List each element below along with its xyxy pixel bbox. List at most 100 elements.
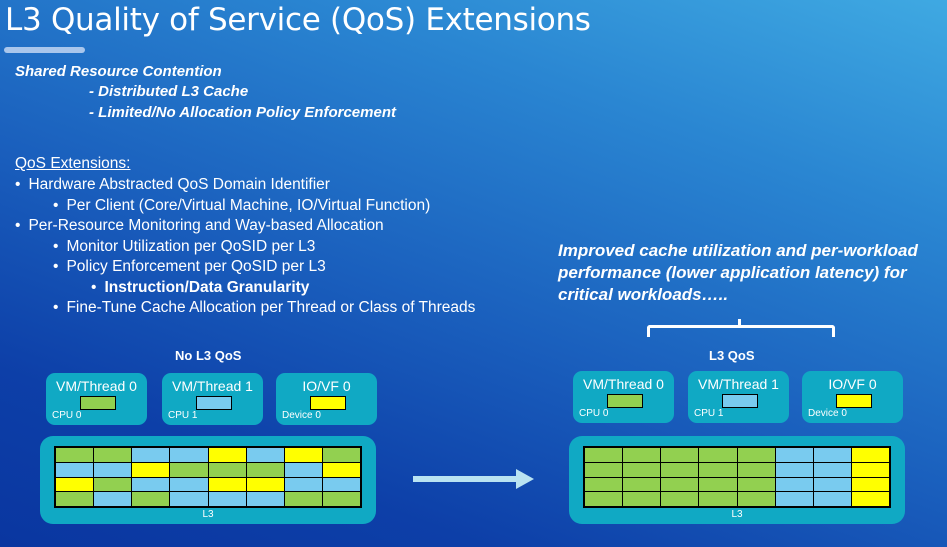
client-name: VM/Thread 0 — [56, 378, 137, 394]
cache-way-cell — [208, 462, 246, 477]
bullet-dot-icon: • — [91, 278, 97, 296]
client-box: IO/VF 0 Device 0 — [276, 373, 377, 425]
bullet-dot-icon: • — [15, 217, 21, 234]
cache-way-cell — [737, 448, 775, 462]
client-color-swatch — [722, 394, 758, 408]
cache-way-cell — [851, 462, 889, 477]
client-name: VM/Thread 0 — [583, 376, 664, 392]
cache-way-cell — [661, 492, 699, 506]
problem-item: - Limited/No Allocation Policy Enforceme… — [89, 104, 396, 121]
bullet-dot-icon: • — [53, 196, 59, 214]
client-device-label: Device 0 — [808, 408, 847, 419]
cache-way-cell — [284, 448, 322, 462]
qos-bullet-level-2: •Fine-Tune Cache Allocation per Thread o… — [53, 299, 475, 317]
cache-way-cell — [775, 462, 813, 477]
bullet-text: Monitor Utilization per QoSID per L3 — [66, 237, 316, 255]
client-color-swatch — [80, 396, 116, 410]
qos-bullet-level-1: • Per-Resource Monitoring and Way-based A… — [15, 217, 384, 235]
cache-way-cell — [246, 448, 284, 462]
qos-heading: QoS Extensions: — [15, 155, 131, 172]
cache-way-cell — [585, 492, 623, 506]
cache-way-cell — [56, 492, 94, 506]
qos-bullet-level-2: •Per Client (Core/Virtual Machine, IO/Vi… — [53, 197, 430, 215]
qos-bullet-level-2: • Monitor Utilization per QoSID per L3 — [53, 238, 315, 256]
benefit-claim: Improved cache utilization and per-workl… — [558, 241, 918, 304]
cache-way-cell — [94, 477, 132, 492]
cache-way-cell — [246, 462, 284, 477]
brace-tick — [738, 319, 741, 327]
page-title: L3 Quality of Service (QoS) Extensions — [5, 2, 591, 38]
cache-way-cell — [813, 462, 851, 477]
client-name: VM/Thread 1 — [698, 376, 779, 392]
cache-way-cell — [775, 477, 813, 492]
l3-label: L3 — [202, 509, 214, 520]
cache-way-cell — [661, 462, 699, 477]
cache-way-cell — [208, 448, 246, 462]
cache-way-cell — [94, 492, 132, 506]
cache-way-cell — [322, 448, 360, 462]
client-box: IO/VF 0 Device 0 — [802, 371, 903, 423]
client-device-label: CPU 0 — [52, 410, 82, 421]
cache-way-cell — [56, 477, 94, 492]
cache-way-cell — [775, 492, 813, 506]
cache-way-cell — [661, 477, 699, 492]
cache-way-cell — [132, 492, 170, 506]
cache-way-cell — [284, 492, 322, 506]
cache-way-cell — [623, 462, 661, 477]
cache-way-cell — [585, 448, 623, 462]
cache-way-cell — [699, 492, 737, 506]
bullet-text: Policy Enforcement per QoSID per L3 — [66, 258, 326, 275]
cache-way-cell — [284, 477, 322, 492]
client-box: VM/Thread 0 CPU 0 — [573, 371, 674, 423]
cache-grid-after — [583, 446, 891, 508]
cache-way-cell — [851, 477, 889, 492]
cache-way-cell — [170, 477, 208, 492]
cache-way-cell — [94, 448, 132, 462]
diagram-label-qos: L3 QoS — [709, 348, 755, 363]
cache-grid-before — [54, 446, 362, 508]
bullet-dot-icon: • — [15, 176, 21, 193]
client-color-swatch — [196, 396, 232, 410]
arrow-right-icon — [413, 476, 518, 482]
client-device-label: CPU 0 — [579, 408, 609, 419]
l3-cache-before: L3 — [40, 436, 376, 524]
cache-way-cell — [208, 477, 246, 492]
cache-way-cell — [775, 448, 813, 462]
cache-way-cell — [246, 477, 284, 492]
problem-heading: Shared Resource Contention — [15, 63, 222, 80]
bullet-dot-icon: • — [53, 237, 59, 255]
cache-way-cell — [170, 448, 208, 462]
cache-way-cell — [851, 448, 889, 462]
cache-way-cell — [623, 492, 661, 506]
qos-bullet-level-1: • Hardware Abstracted QoS Domain Identifi… — [15, 176, 330, 194]
qos-bullet-level-2: •Policy Enforcement per QoSID per L3 — [53, 258, 326, 276]
cache-way-cell — [56, 462, 94, 477]
cache-way-cell — [284, 462, 322, 477]
title-underline-bar — [4, 47, 85, 53]
cache-way-cell — [699, 448, 737, 462]
cache-way-cell — [699, 477, 737, 492]
cache-way-cell — [623, 477, 661, 492]
cache-way-cell — [246, 492, 284, 506]
cache-way-cell — [737, 492, 775, 506]
cache-way-cell — [813, 477, 851, 492]
cache-way-cell — [132, 448, 170, 462]
client-name: IO/VF 0 — [828, 376, 877, 392]
cache-way-cell — [737, 477, 775, 492]
cache-way-cell — [813, 448, 851, 462]
cache-way-cell — [585, 462, 623, 477]
cache-way-cell — [322, 492, 360, 506]
bullet-text: Per-Resource Monitoring and Way-based Al… — [28, 217, 384, 234]
bullet-text: Hardware Abstracted QoS Domain Identifie… — [28, 176, 330, 193]
client-device-label: Device 0 — [282, 410, 321, 421]
qos-bullet-level-3: •Instruction/Data Granularity — [91, 279, 309, 297]
cache-way-cell — [170, 462, 208, 477]
cache-way-cell — [585, 477, 623, 492]
cache-way-cell — [208, 492, 246, 506]
client-color-swatch — [310, 396, 346, 410]
brace-icon — [647, 325, 835, 337]
client-name: IO/VF 0 — [302, 378, 351, 394]
cache-way-cell — [623, 448, 661, 462]
